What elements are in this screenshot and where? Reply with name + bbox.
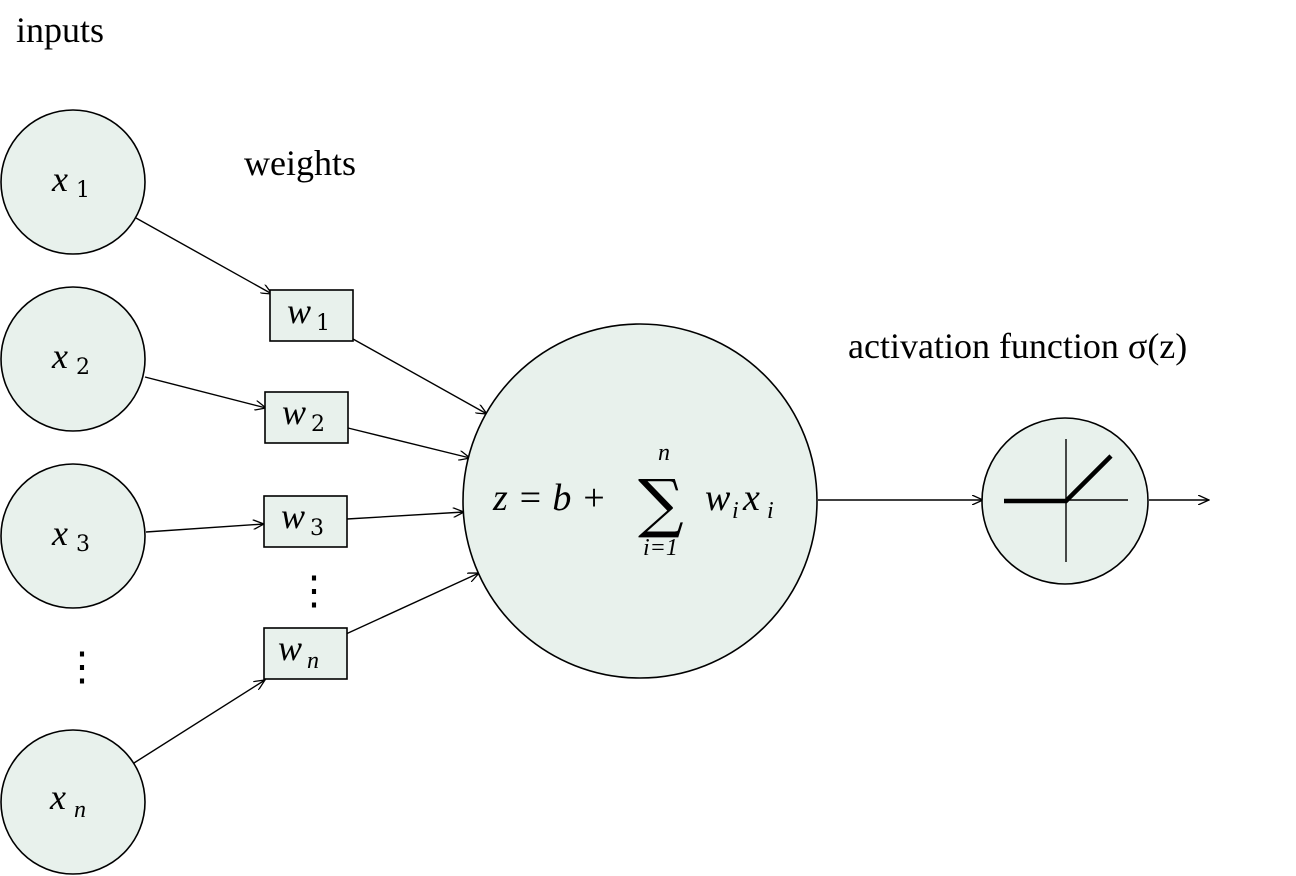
sum-upper-limit: n — [658, 440, 670, 466]
activation-node — [981, 417, 1149, 585]
weight-box-n: w n — [263, 627, 348, 680]
input-ellipsis: ⋮ — [62, 644, 102, 689]
formula-input-term: x — [742, 477, 760, 519]
edge-w2-sum — [347, 427, 470, 458]
edge-wn-sum — [345, 573, 479, 635]
edge-x3-w3 — [145, 524, 264, 533]
weight-box-2: w 2 — [264, 391, 349, 444]
weight-box-3-symbol: w — [281, 496, 305, 536]
relu-curve — [1004, 454, 1113, 504]
input-node-3-symbol: x — [51, 513, 68, 553]
edge-w3-sum — [346, 512, 464, 520]
edge-x2-w2 — [144, 376, 266, 408]
input-node-n-symbol: x — [49, 777, 66, 817]
formula-weight-term: w — [705, 477, 731, 519]
input-node-3-subscript: 3 — [76, 532, 90, 557]
weight-box-n-subscript: n — [307, 648, 319, 674]
weight-box-n-symbol: w — [278, 628, 302, 668]
weight-box-3-subscript: 3 — [310, 516, 324, 541]
weight-box-1: w 1 — [269, 289, 354, 342]
activation-label: activation function σ(z) — [848, 326, 1187, 366]
inputs-label: inputs — [16, 10, 104, 50]
edge-xn-wn — [133, 680, 265, 764]
input-node-1-subscript: 1 — [76, 178, 90, 203]
weight-box-1-symbol: w — [287, 291, 311, 331]
weights-label: weights — [244, 143, 356, 183]
input-node-1: x 1 — [0, 109, 146, 255]
input-node-1-symbol: x — [51, 159, 68, 199]
input-node-n-subscript: n — [74, 797, 86, 823]
summation-node: z = b + ∑ n i=1 w i x i — [462, 323, 818, 679]
sum-symbol: ∑ — [638, 467, 684, 541]
formula-weight-subscript: i — [732, 498, 739, 524]
input-node-3: x 3 — [0, 463, 146, 609]
input-node-n: x n — [0, 729, 146, 875]
weight-box-3: w 3 — [263, 495, 348, 548]
input-node-2-symbol: x — [51, 336, 68, 376]
edge-x1-w1 — [135, 217, 272, 294]
sum-lower-limit: i=1 — [643, 535, 678, 561]
weight-ellipsis: ⋮ — [294, 568, 334, 613]
formula-lhs: z = b + — [492, 477, 607, 519]
weight-box-2-subscript: 2 — [311, 412, 325, 437]
formula-input-subscript: i — [767, 498, 774, 524]
input-node-2-subscript: 2 — [76, 355, 90, 380]
weight-box-2-symbol: w — [282, 392, 306, 432]
edge-w1-sum — [352, 338, 487, 414]
input-node-2: x 2 — [0, 286, 146, 432]
weight-box-1-subscript: 1 — [316, 311, 330, 336]
